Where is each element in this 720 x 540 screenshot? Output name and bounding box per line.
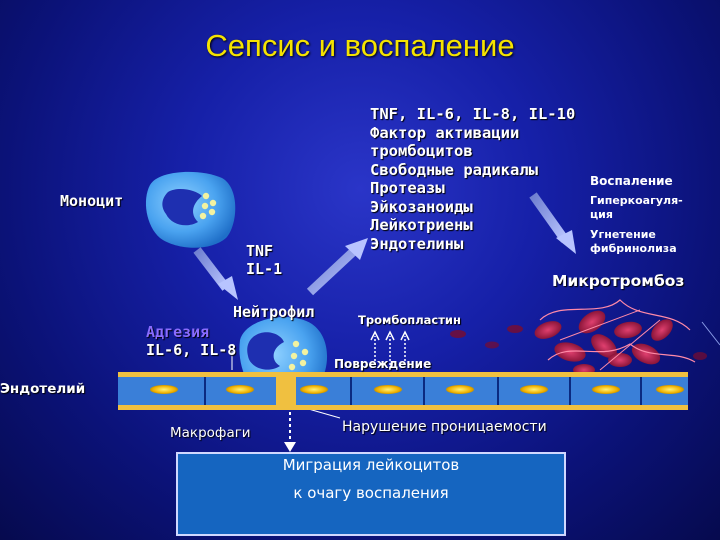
cell-divider: [204, 377, 206, 405]
mediator-item: Эндотелины: [370, 234, 464, 253]
endothelial-nucleus: [300, 385, 328, 394]
neutrophil-label: Нейтрофил: [233, 303, 315, 321]
effect-hypercoagulation-1: Гиперкоагуля-: [590, 194, 683, 207]
tnf-il1-label: TNF IL-1: [246, 242, 282, 278]
adhesion-label: Адгезия: [146, 323, 210, 341]
cell-divider: [640, 377, 642, 405]
damage-label: Повреждение: [334, 357, 432, 371]
arrow-to-migration: [284, 412, 296, 452]
endothelium-gap: [276, 372, 296, 410]
mediator-item: Эйкозаноиды: [370, 197, 473, 216]
effect-hypercoagulation-2: ция: [590, 208, 613, 221]
cell-divider: [569, 377, 571, 405]
arrow-neutrophil-to-mediators: [306, 238, 368, 296]
migration-line1: Миграция лейкоцитов: [282, 456, 460, 474]
arrow-to-microthrombosis: [529, 192, 576, 254]
endothelial-nucleus: [656, 385, 684, 394]
endothelial-nucleus: [374, 385, 402, 394]
microthrombus: [450, 299, 707, 376]
arrow-monocyte-to-neutrophil: [193, 247, 238, 300]
endothelial-nucleus: [520, 385, 548, 394]
cell-divider: [350, 377, 352, 405]
microthrombosis-label: Микротромбоз: [552, 272, 685, 290]
mediator-item: TNF, IL-6, IL-8, IL-10: [370, 105, 576, 123]
mediator-item: тромбоцитов: [370, 142, 473, 160]
permeability-label: Нарушение проницаемости: [342, 419, 547, 435]
mediator-item: Свободные радикалы: [370, 160, 538, 179]
endothelial-nucleus: [592, 385, 620, 394]
thromboplastin-label: Тромбопластин: [358, 313, 461, 327]
effect-fibrinolysis-2: фибринолиза: [590, 242, 677, 255]
macrophages-label: Макрофаги: [170, 425, 251, 441]
mediator-item: Лейкотриены: [370, 216, 473, 234]
endothelium-label: Эндотелий: [0, 381, 86, 397]
mediator-item: Фактор активации: [370, 123, 520, 142]
mediator-item: Протеазы: [370, 179, 445, 197]
tnf-label: TNF: [246, 242, 274, 260]
monocyte-label: Моноцит: [60, 192, 124, 210]
migration-box: [176, 452, 566, 536]
endothelial-nucleus: [150, 385, 178, 394]
endothelial-nucleus: [226, 385, 254, 394]
adhesion-cytokines: IL-6, IL-8: [146, 341, 237, 359]
cell-divider: [423, 377, 425, 405]
adhesion-block: Адгезия IL-6, IL-8: [146, 323, 236, 359]
il1-label: IL-1: [246, 260, 283, 278]
decorative-line: [701, 321, 720, 346]
effect-inflammation: Воспаление: [590, 174, 673, 188]
arrow-thromboplastin: [370, 330, 410, 365]
migration-line2: к очагу воспаления: [293, 484, 449, 502]
effect-fibrinolysis-1: Угнетение: [590, 228, 656, 241]
page-title: Сепсис и воспаление: [205, 28, 515, 63]
mediators-list: TNF, IL-6, IL-8, IL-10 Фактор активации …: [370, 105, 575, 253]
cell-divider: [497, 377, 499, 405]
endothelial-nucleus: [446, 385, 474, 394]
monocyte-cell: [145, 171, 236, 248]
effects-list: Воспаление Гиперкоагуля- ция Угнетение ф…: [590, 174, 683, 256]
